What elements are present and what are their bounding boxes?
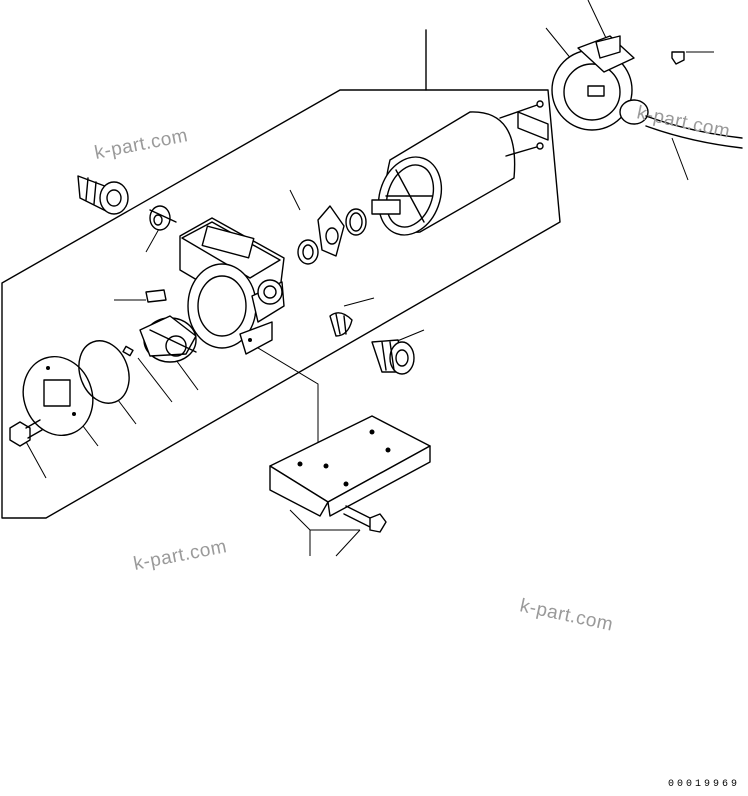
pump-cover bbox=[551, 35, 649, 131]
motor-washers bbox=[297, 205, 367, 265]
grommet-right bbox=[371, 339, 415, 375]
end-cover bbox=[22, 340, 130, 437]
mounting-bracket bbox=[269, 415, 431, 517]
drive-gear bbox=[139, 315, 197, 363]
grommet-middle bbox=[329, 312, 353, 337]
grommet-upper bbox=[77, 175, 129, 215]
small-clip-icon bbox=[671, 51, 685, 65]
pinion-small bbox=[149, 205, 177, 231]
bolt-lower-left bbox=[9, 419, 43, 447]
label-plate bbox=[145, 289, 167, 303]
gear-housing bbox=[179, 217, 285, 355]
document-number: 00019969 bbox=[667, 779, 740, 790]
motor-housing bbox=[371, 100, 549, 236]
bracket-bolt bbox=[343, 505, 387, 533]
harness-cable bbox=[645, 115, 743, 149]
assembly-group-outline bbox=[1, 29, 561, 519]
key-pin bbox=[122, 345, 134, 357]
